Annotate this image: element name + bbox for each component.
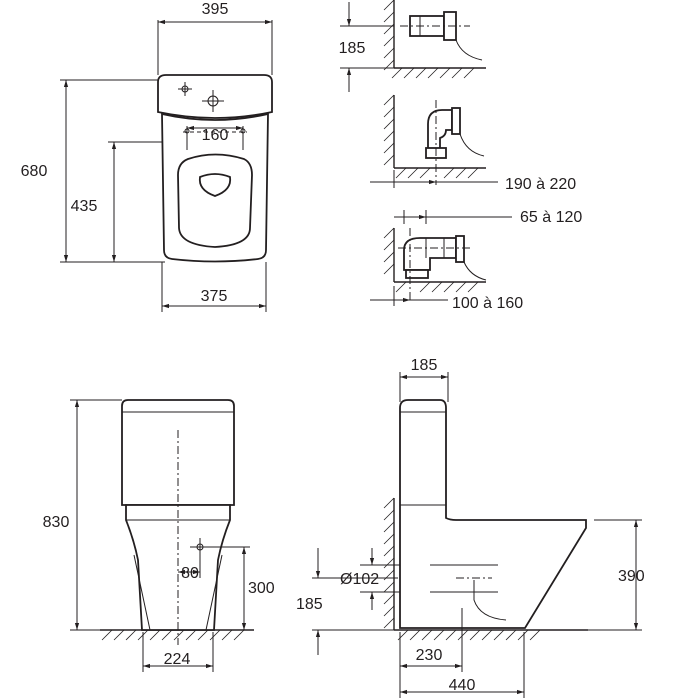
side-toilet-outline xyxy=(399,399,587,629)
front-base-outline xyxy=(125,504,231,631)
top-seat-outline xyxy=(177,153,253,248)
side-outlet-height-label: 185 xyxy=(296,596,323,613)
top-depth-label: 680 xyxy=(21,163,48,180)
top-hole-spacing-label: 160 xyxy=(202,127,229,144)
side-outlet-offset-label: 230 xyxy=(416,647,443,664)
top-bowl-opening xyxy=(198,173,232,197)
outlet-detail-adjustable: 65 à 120 100 à 160 xyxy=(370,209,582,312)
top-fixing-holes xyxy=(183,125,247,150)
front-inlet-height-label: 300 xyxy=(248,580,275,597)
top-view: 395 680 435 160 375 xyxy=(21,1,273,312)
front-view: 830 80 300 224 xyxy=(43,399,275,672)
outlet-range-wall-b-label: 100 à 160 xyxy=(452,295,523,312)
outlet-range-wall-a-label: 65 à 120 xyxy=(520,209,582,226)
front-inlet-spacing-label: 80 xyxy=(181,565,199,582)
side-outlet-diameter-label: Ø102 xyxy=(340,571,379,588)
outlet-detail-floor: 190 à 220 xyxy=(370,94,576,193)
front-height-label: 830 xyxy=(43,514,70,531)
top-base-width-label: 375 xyxy=(201,288,228,305)
side-view: 185 Ø102 xyxy=(296,357,645,698)
top-seat-depth-label: 435 xyxy=(71,198,98,215)
side-total-depth-label: 440 xyxy=(449,677,476,694)
outlet-range-floor-label: 190 à 220 xyxy=(505,176,576,193)
outlet-height-label: 185 xyxy=(339,40,366,57)
side-tank-depth-label: 185 xyxy=(411,357,438,374)
top-width-label: 395 xyxy=(202,1,229,18)
front-base-width-label: 224 xyxy=(164,651,191,668)
top-bowl-outline xyxy=(161,112,269,263)
side-bowl-height-label: 390 xyxy=(618,568,645,585)
outlet-detail-wall: 185 xyxy=(339,0,486,92)
top-flush-buttons xyxy=(178,82,224,112)
